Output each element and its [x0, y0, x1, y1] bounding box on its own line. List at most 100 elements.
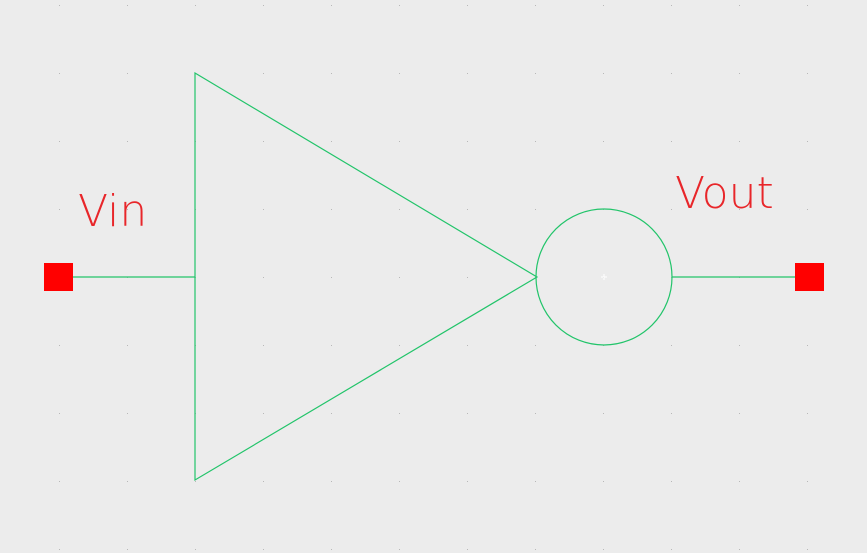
grid-dot	[59, 345, 60, 346]
grid-dot	[331, 481, 332, 482]
grid-dot	[331, 73, 332, 74]
grid-dot	[807, 73, 808, 74]
grid-dot	[807, 481, 808, 482]
grid-dot	[399, 73, 400, 74]
grid-dot	[59, 413, 60, 414]
grid-dot	[399, 345, 400, 346]
grid-dot	[331, 549, 332, 550]
grid-dots	[59, 5, 808, 550]
grid-dot	[535, 5, 536, 6]
grid-dot	[671, 549, 672, 550]
grid-dot	[467, 209, 468, 210]
grid-dot	[399, 141, 400, 142]
grid-dot	[263, 5, 264, 6]
grid-dot	[263, 345, 264, 346]
grid-dot	[59, 481, 60, 482]
grid-dot	[263, 141, 264, 142]
grid-dot	[467, 141, 468, 142]
grid-dot	[331, 209, 332, 210]
grid-dot	[127, 5, 128, 6]
grid-dot	[671, 345, 672, 346]
grid-dot	[467, 345, 468, 346]
grid-dot	[603, 73, 604, 74]
grid-dot	[59, 141, 60, 142]
grid-dot	[263, 209, 264, 210]
grid-dot	[127, 141, 128, 142]
grid-dot	[807, 209, 808, 210]
input-pin[interactable]	[44, 263, 73, 291]
grid-dot	[739, 345, 740, 346]
grid-dot	[127, 209, 128, 210]
grid-dot	[671, 209, 672, 210]
grid-dot	[671, 141, 672, 142]
grid-dot	[127, 73, 128, 74]
grid-dot	[535, 413, 536, 414]
grid-dot	[127, 481, 128, 482]
grid-dot	[399, 549, 400, 550]
grid-dot	[467, 549, 468, 550]
grid-dot	[535, 209, 536, 210]
grid-dot	[59, 549, 60, 550]
grid-dot	[739, 141, 740, 142]
grid-dot	[535, 481, 536, 482]
grid-dot	[807, 345, 808, 346]
grid-dot	[671, 5, 672, 6]
origin-marker	[601, 274, 607, 280]
grid-dot	[467, 413, 468, 414]
grid-dot	[603, 413, 604, 414]
grid-dot	[671, 413, 672, 414]
grid-dot	[331, 5, 332, 6]
grid-dot	[467, 277, 468, 278]
grid-dot	[399, 5, 400, 6]
grid-dot	[807, 5, 808, 6]
grid-dot	[195, 549, 196, 550]
grid-dot	[263, 549, 264, 550]
grid-dot	[807, 141, 808, 142]
grid-dot	[739, 5, 740, 6]
grid-dot	[603, 5, 604, 6]
output-pin[interactable]	[795, 263, 824, 291]
grid-dot	[535, 345, 536, 346]
grid-dot	[195, 481, 196, 482]
grid-dot	[127, 549, 128, 550]
grid-dot	[535, 141, 536, 142]
grid-dot	[331, 413, 332, 414]
grid-dot	[739, 209, 740, 210]
input-pin-label: Vin	[78, 186, 147, 237]
grid-dot	[331, 345, 332, 346]
grid-dot	[671, 73, 672, 74]
grid-dot	[807, 413, 808, 414]
grid-dot	[671, 481, 672, 482]
grid-dot	[263, 277, 264, 278]
grid-dot	[59, 5, 60, 6]
grid-dot	[399, 277, 400, 278]
grid-dot	[603, 141, 604, 142]
grid-dot	[603, 549, 604, 550]
grid-dot	[399, 209, 400, 210]
grid-dot	[263, 481, 264, 482]
grid-dot	[739, 73, 740, 74]
grid-dot	[127, 413, 128, 414]
grid-dot	[739, 481, 740, 482]
grid-dot	[399, 481, 400, 482]
grid-dot	[399, 413, 400, 414]
grid-dot	[739, 549, 740, 550]
output-pin-label: Vout	[675, 168, 774, 219]
grid-dot	[467, 73, 468, 74]
grid-dot	[59, 209, 60, 210]
grid-dot	[467, 5, 468, 6]
inverter-symbol[interactable]	[194, 71, 673, 482]
grid-dot	[467, 481, 468, 482]
grid-dot	[535, 73, 536, 74]
grid-dot	[263, 413, 264, 414]
grid-dot	[263, 73, 264, 74]
grid-dot	[331, 141, 332, 142]
grid-dot	[195, 5, 196, 6]
grid-dot	[603, 481, 604, 482]
grid-dot	[331, 277, 332, 278]
grid-dot	[535, 549, 536, 550]
grid-dot	[739, 413, 740, 414]
grid-dot	[807, 549, 808, 550]
buffer-triangle	[194, 71, 539, 482]
